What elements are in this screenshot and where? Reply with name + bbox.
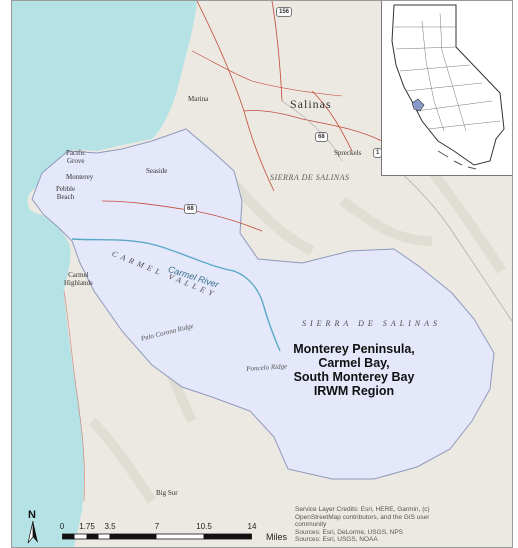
credits-line-2: OpenStreetMap contributors, and the GIS …: [295, 513, 430, 521]
region-title-line-3: South Monterey Bay: [293, 370, 415, 384]
region-title-line-4: IRWM Region: [313, 384, 395, 398]
base-map: [12, 1, 512, 547]
place-salinas: Salinas: [290, 97, 332, 111]
california-outline: [391, 4, 505, 170]
inset-region-highlight: [411, 98, 425, 112]
place-carmel-highlands: Carmel Highlands: [64, 271, 93, 287]
place-pebble-beach: Pebble Beach: [56, 185, 76, 201]
scale-bar: 0 1.75 3.5 7 10.5 14 Miles: [59, 518, 297, 546]
credits-line-5: Sources: Esri, USGS, NOAA: [295, 536, 378, 543]
highway-shield-68-south: 68: [184, 204, 197, 214]
inset-locator-map: [381, 1, 512, 176]
scale-bar-graphic: [62, 533, 252, 540]
place-spreckels: Spreckels: [334, 149, 362, 157]
scale-units: Miles: [266, 532, 288, 542]
scale-tick-3: 7: [154, 522, 160, 531]
map-frame: 156 68 68 1 Marina Salinas Spreckels Pac…: [11, 0, 513, 548]
scale-tick-0: 0: [59, 522, 65, 531]
service-credits: Service Layer Credits: Esri, HERE, Garmi…: [295, 506, 465, 544]
scale-tick-5: 14: [247, 522, 257, 531]
north-arrow-letter: N: [28, 509, 36, 521]
label-sierra-de-salinas-north: SIERRA DE SALINAS: [270, 173, 350, 182]
credits-line-3: community: [295, 521, 327, 528]
region-title-line-2: Carmel Bay,: [318, 356, 390, 370]
region-title-line-1: Monterey Peninsula,: [293, 342, 415, 356]
place-marina: Marina: [188, 95, 209, 103]
scale-tick-1: 1.75: [79, 522, 95, 531]
highway-shield-156: 156: [276, 7, 293, 17]
north-arrow: N: [26, 509, 40, 545]
place-seaside: Seaside: [146, 167, 168, 175]
credits-line-1: Service Layer Credits: Esri, HERE, Garmi…: [295, 506, 430, 513]
highway-shield-68-north: 68: [315, 132, 328, 142]
place-pacific-grove: Pacific Grove: [66, 149, 86, 165]
label-sierra-de-salinas-south: SIERRA DE SALINAS: [302, 319, 441, 328]
carmel-river-line: [71, 238, 281, 352]
scale-tick-2: 3.5: [104, 522, 116, 531]
north-arrow-icon: [27, 521, 38, 544]
place-monterey: Monterey: [66, 173, 94, 181]
place-big-sur: Big Sur: [156, 489, 178, 497]
scale-tick-4: 10.5: [196, 522, 212, 531]
credits-line-4: Sources: Esri, DeLorme, USGS, NPS: [295, 528, 404, 536]
region-title: Monterey Peninsula, Carmel Bay, South Mo…: [274, 342, 434, 398]
